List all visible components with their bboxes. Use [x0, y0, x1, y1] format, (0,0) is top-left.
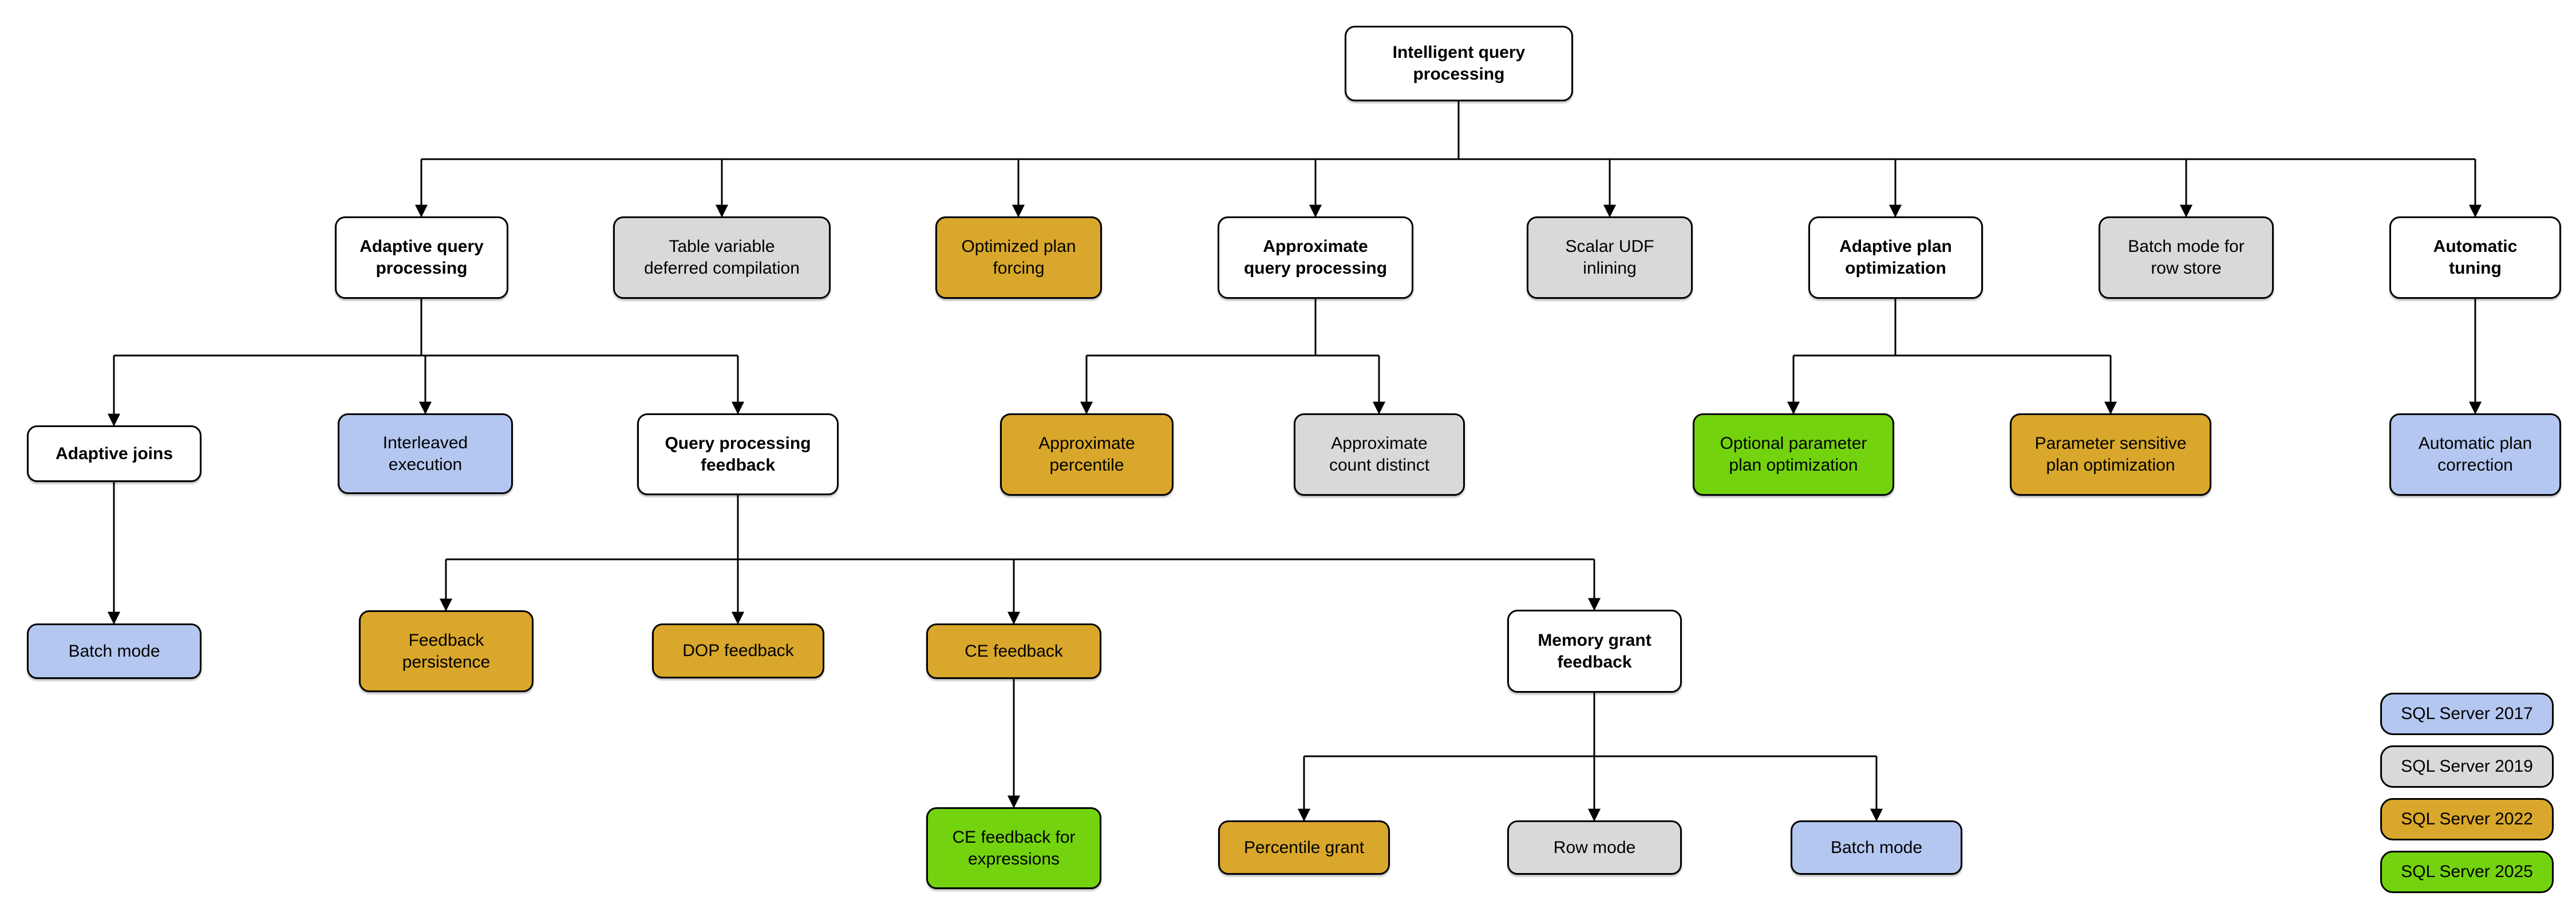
node-label: Interleaved execution	[382, 433, 468, 474]
node-memory-grant-feedback: Memory grant feedback	[1507, 610, 1682, 693]
node-row-mode: Row mode	[1507, 820, 1682, 875]
node-label: CE feedback for expressions	[952, 827, 1076, 868]
node-automatic-plan-correction: Automatic plan correction	[2389, 413, 2561, 496]
node-interleaved-execution: Interleaved execution	[338, 413, 513, 494]
node-batch-mode-memory-grant: Batch mode	[1791, 820, 1962, 875]
node-label: Query processing feedback	[665, 433, 811, 475]
node-automatic-tuning: Automatic tuning	[2389, 216, 2561, 299]
node-label: Optional parameter plan optimization	[1720, 434, 1867, 475]
node-label: Adaptive plan optimization	[1839, 237, 1952, 278]
legend-item-sql-server-2025: SQL Server 2025	[2380, 851, 2554, 893]
node-dop-feedback: DOP feedback	[652, 623, 824, 678]
legend-item-sql-server-2017: SQL Server 2017	[2380, 693, 2554, 735]
node-label: CE feedback	[965, 641, 1063, 661]
node-label: Batch mode	[1830, 838, 1923, 857]
node-label: Approximate percentile	[1038, 434, 1135, 475]
node-parameter-sensitive-plan-optimization: Parameter sensitive plan optimization	[2010, 413, 2211, 496]
node-label: Adaptive joins	[55, 444, 173, 463]
legend-label: SQL Server 2017	[2401, 704, 2533, 723]
node-batch-mode-for-row-store: Batch mode for row store	[2099, 216, 2274, 299]
legend-item-sql-server-2022: SQL Server 2022	[2380, 798, 2554, 840]
legend-label: SQL Server 2022	[2401, 810, 2533, 828]
node-label: Scalar UDF inlining	[1565, 237, 1654, 278]
node-adaptive-joins: Adaptive joins	[27, 425, 202, 482]
node-label: Batch mode	[68, 641, 160, 661]
node-label: Memory grant feedback	[1538, 630, 1652, 672]
node-batch-mode-adaptive-joins: Batch mode	[27, 623, 202, 679]
node-label: DOP feedback	[682, 641, 794, 660]
node-query-processing-feedback: Query processing feedback	[637, 413, 839, 495]
node-label: Batch mode for row store	[2128, 237, 2245, 278]
node-label: Automatic plan correction	[2418, 434, 2532, 475]
node-label: Adaptive query processing	[359, 237, 484, 278]
legend-label: SQL Server 2019	[2401, 757, 2533, 776]
node-label: Parameter sensitive plan optimization	[2034, 434, 2187, 475]
node-label: Feedback persistence	[402, 630, 491, 672]
node-ce-feedback: CE feedback	[926, 623, 1101, 679]
node-percentile-grant: Percentile grant	[1218, 820, 1390, 875]
node-adaptive-plan-optimization: Adaptive plan optimization	[1808, 216, 1983, 299]
node-ce-feedback-for-expressions: CE feedback for expressions	[926, 807, 1101, 889]
node-label: Percentile grant	[1243, 838, 1365, 857]
node-label: Table variable deferred compilation	[644, 237, 800, 278]
node-adaptive-query-processing: Adaptive query processing	[335, 216, 508, 299]
node-label: Approximate query processing	[1243, 237, 1388, 278]
node-label: Automatic tuning	[2433, 237, 2518, 278]
node-intelligent-query-processing: Intelligent query processing	[1345, 26, 1573, 101]
node-table-variable-deferred-compilation: Table variable deferred compilation	[613, 216, 831, 299]
node-label: Approximate count distinct	[1329, 434, 1430, 475]
node-label: Intelligent query processing	[1392, 43, 1526, 84]
node-label: Optimized plan forcing	[961, 237, 1076, 278]
node-approximate-query-processing: Approximate query processing	[1218, 216, 1413, 299]
legend-item-sql-server-2019: SQL Server 2019	[2380, 745, 2554, 788]
node-optimized-plan-forcing: Optimized plan forcing	[935, 216, 1102, 299]
node-feedback-persistence: Feedback persistence	[359, 610, 534, 692]
legend-label: SQL Server 2025	[2401, 862, 2533, 881]
node-scalar-udf-inlining: Scalar UDF inlining	[1527, 216, 1693, 299]
node-optional-parameter-plan-optimization: Optional parameter plan optimization	[1693, 413, 1894, 496]
node-approximate-count-distinct: Approximate count distinct	[1294, 413, 1465, 496]
node-approximate-percentile: Approximate percentile	[1000, 413, 1174, 496]
node-label: Row mode	[1553, 838, 1636, 857]
